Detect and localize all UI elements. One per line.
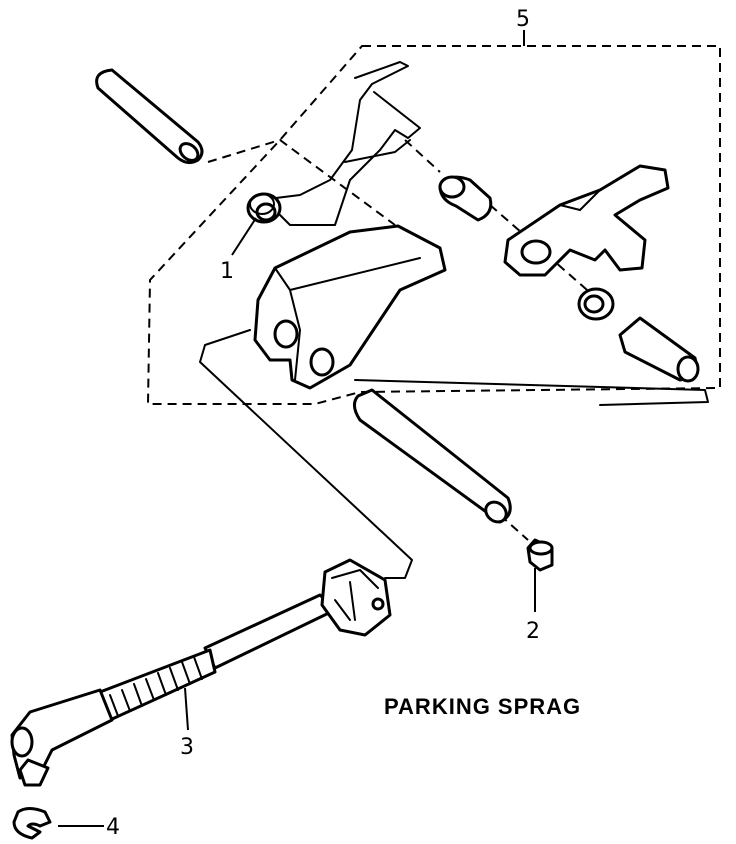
washer-2 — [526, 538, 554, 572]
spring-coil — [246, 192, 282, 224]
parking-rod-3 — [10, 558, 392, 787]
leader-3 — [184, 687, 189, 731]
dashed-link-pin-to-bracket — [207, 138, 396, 226]
pawl-bushing-upper — [438, 175, 493, 222]
callout-5: 5 — [516, 7, 530, 32]
linkage-rod-outline — [199, 329, 709, 579]
parking-pawl — [503, 164, 670, 277]
pawl-bushing-lower — [577, 287, 615, 321]
retainer-clip-4 — [12, 807, 52, 840]
callout-4: 4 — [106, 815, 120, 840]
callout-3: 3 — [180, 735, 194, 760]
pawl-bracket — [253, 224, 447, 390]
assembly-5-boundary — [146, 45, 721, 405]
pawl-pin — [618, 316, 700, 383]
callout-1: 1 — [220, 259, 234, 284]
diagram-title: PARKING SPRAG — [384, 694, 581, 719]
leader-1 — [231, 217, 257, 256]
lower-pin — [353, 388, 512, 524]
upper-pin — [95, 68, 204, 165]
callout-2: 2 — [526, 619, 540, 644]
return-spring — [275, 61, 421, 226]
